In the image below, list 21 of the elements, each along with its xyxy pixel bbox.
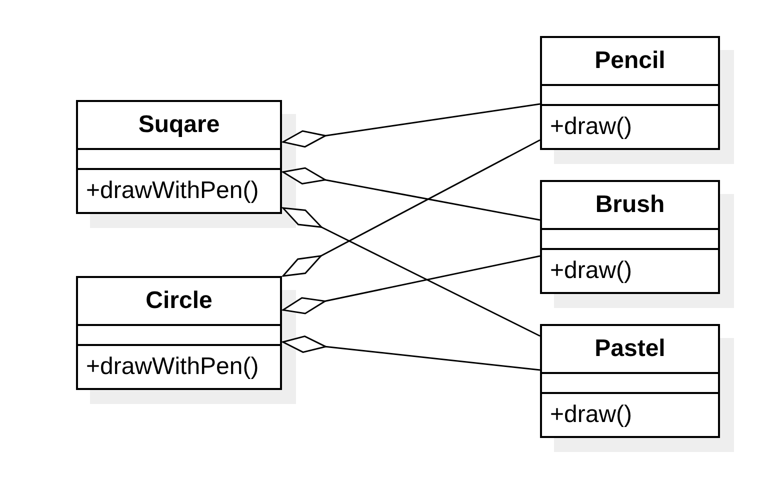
class-name: Circle: [146, 286, 212, 316]
class-box: [76, 276, 282, 390]
method-text: +drawWithPen(): [86, 176, 259, 206]
aggregation-line: [282, 103, 540, 148]
class-box: [76, 100, 282, 214]
aggregation-line: [282, 336, 540, 371]
aggregation-line: [282, 255, 540, 314]
class-name: Suqare: [138, 110, 220, 140]
method-text: +draw(): [550, 112, 632, 142]
class-name: Pencil: [594, 46, 666, 76]
class-name: Pastel: [594, 334, 666, 364]
method-text: +drawWithPen(): [86, 352, 259, 382]
class-box: [540, 36, 720, 150]
aggregation-line: [282, 207, 540, 337]
method-text: +draw(): [550, 256, 632, 286]
aggregation-line: [282, 139, 540, 277]
class-box: [540, 324, 720, 438]
aggregation-line: [282, 167, 540, 221]
class-name: Brush: [595, 190, 665, 220]
class-box: [540, 180, 720, 294]
method-text: +draw(): [550, 400, 632, 430]
